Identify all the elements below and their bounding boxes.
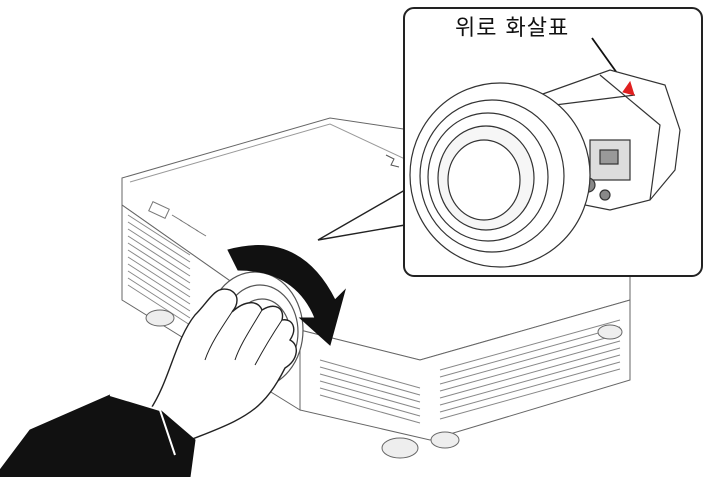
- callout-label: 위로 화살표: [455, 10, 569, 42]
- foot-front-left: [146, 310, 174, 326]
- foot-rear: [382, 438, 418, 458]
